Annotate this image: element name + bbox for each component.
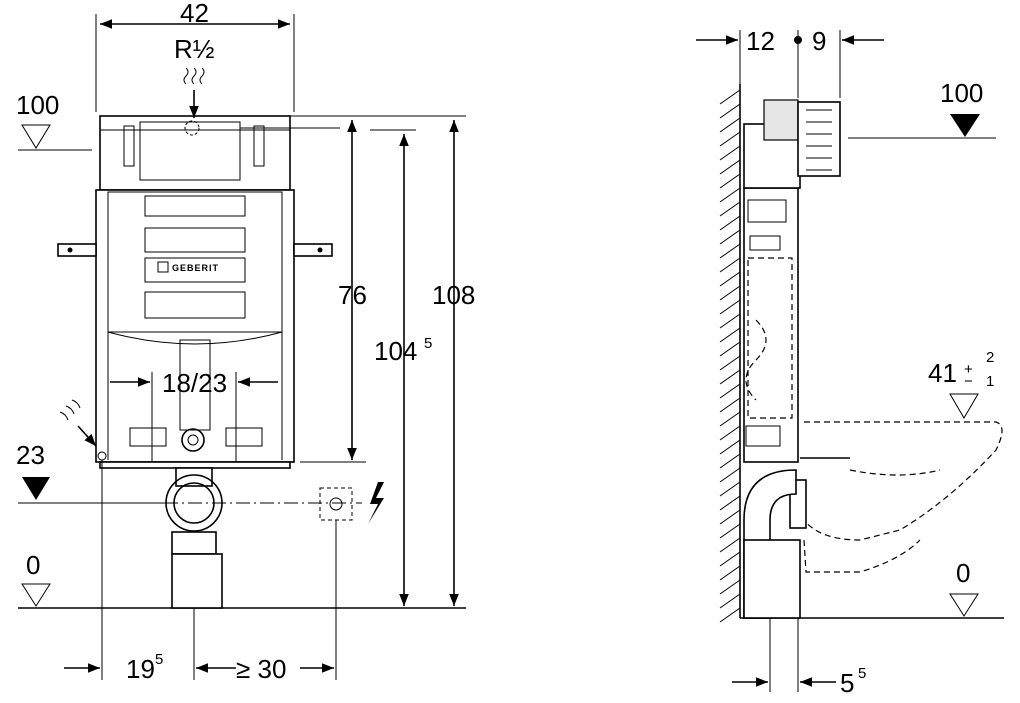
wall-hatch-line [719,537,741,553]
wall-hatch-line [719,467,741,483]
cistern-side [743,99,841,189]
dim-flush-span: 18/23 [162,368,227,398]
wall-hatch-line [719,229,741,245]
dim-connection: R½ [174,34,214,64]
wall-hatch-line [719,215,741,231]
level-marker-icon [949,593,979,617]
dim-depth-right: 9 [812,26,826,56]
water-supply-icon [183,67,205,118]
side-level-100-label: 100 [940,78,983,108]
wall-hatch-line [719,159,741,175]
wall-hatch-line [719,341,741,357]
wall-hatch-line [719,145,741,161]
wall-hatch-line [719,299,741,315]
level-marker-icon [18,477,170,504]
wall-hatch-line [719,257,741,273]
wall-hatch-line [719,103,741,119]
wall-hatch-line [719,89,741,105]
level-marker-icon [21,583,51,607]
wall-hatch-line [719,117,741,133]
mounting-bracket-right [293,243,333,257]
wall-hatch-line [719,201,741,217]
wall-hatch-line [719,397,741,413]
wall-hatch-line [719,425,741,441]
dim-side-offset-sup: 5 [858,665,866,682]
frame-side [743,187,799,463]
dim-width: 42 [180,0,209,28]
level-23-label: 23 [16,440,45,470]
frame-base [99,461,291,469]
dim-left-offset-sup: 5 [155,651,163,668]
side-view: 12 9 100 41 + − 2 1 0 5 5 [696,26,1004,698]
frame-body [95,189,295,463]
drain-bend [743,469,801,619]
wall-hatch-line [719,285,741,301]
front-view: GEBERIT [16,0,475,684]
seat-tolerance-upper: 2 [986,349,994,366]
mounting-bracket-left [57,243,97,257]
dim-min-spacing: ≥ 30 [236,654,286,684]
wall-hatch-line [719,355,741,371]
wall-hatch-line [719,551,741,567]
wall-hatch-line [719,369,741,385]
electrical-icon [368,482,384,524]
cistern-top [99,115,291,191]
seat-height-label: 41 [928,358,957,388]
dim-side-offset: 5 [840,668,854,698]
brand-text: GEBERIT [172,263,219,273]
wall-hatch-line [719,243,741,259]
wall-hatch-line [719,271,741,287]
wall-hatch-line [719,383,741,399]
wall-hatch-line [719,439,741,455]
dim-depth-left: 12 [746,26,775,56]
wall-hatch-line [719,509,741,525]
wall-hatch-line [719,495,741,511]
wall-hatch-line [719,481,741,497]
wall-hatch-line [719,313,741,329]
seat-tolerance-minus: − [964,373,973,390]
dim-height-76: 76 [338,280,367,310]
level-marker-icon [18,124,92,151]
wall-hatch-line [719,607,741,623]
electrical-box [319,487,353,521]
wc-bowl [789,421,1003,573]
wall-hatch-line [719,187,741,203]
water-supply-icon [59,399,97,447]
wall-hatch-line [719,131,741,147]
wall-hatch-line [719,523,741,539]
wall-hatch-line [719,173,741,189]
dim-height-104-sup: 5 [424,335,432,352]
level-marker-icon [848,114,996,139]
wall-hatch-line [719,565,741,581]
level-100-label: 100 [16,90,59,120]
brand-logo: GEBERIT [157,261,219,273]
wall-hatch-line [719,579,741,595]
wall-hatch-line [719,411,741,427]
level-marker-icon [949,393,979,419]
level-0-label: 0 [26,550,40,580]
wall [719,84,741,623]
dim-height-108: 108 [432,280,475,310]
wall-hatch-line [719,327,741,343]
wall-hatch-line [719,593,741,609]
seat-tolerance-lower: 1 [986,373,994,390]
wall-hatch-line [719,453,741,469]
drain-pipe [165,467,223,609]
dim-height-104: 104 [374,336,417,366]
dim-left-offset: 19 [126,654,155,684]
seat-tolerance-plus: + [964,361,973,378]
side-level-0-label: 0 [956,558,970,588]
